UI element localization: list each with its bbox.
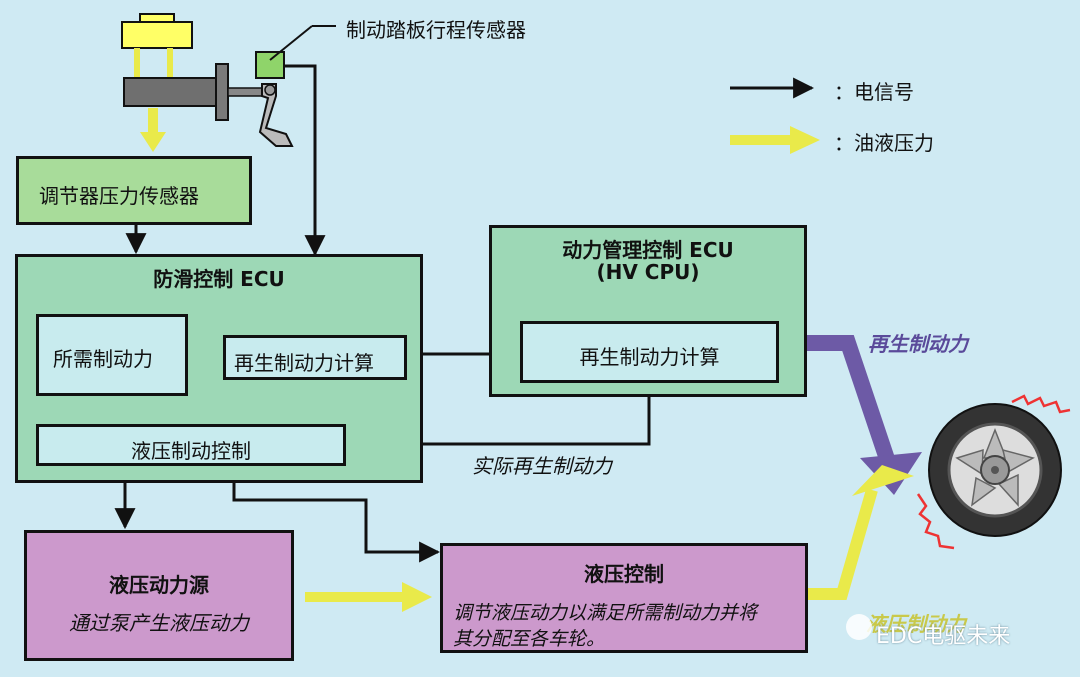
required-braking-force-box: 所需制动力 <box>36 314 188 396</box>
pedal-stroke-sensor-label: 制动踏板行程传感器 <box>346 18 526 42</box>
legend-hydraulic-label: ：油液压力 <box>834 131 934 155</box>
skid-regen-calc-label: 再生制动力计算 <box>234 351 374 375</box>
hydraulic-control-desc-line2: 其分配至各车轮。 <box>453 628 606 650</box>
power-management-ecu-box: 动力管理控制 ECU (HV CPU) 再生制动力计算 <box>489 225 807 397</box>
regen-braking-force-label: 再生制动力 <box>868 332 968 356</box>
required-braking-force-label: 所需制动力 <box>53 347 153 371</box>
brake-pedal-icon <box>255 51 294 147</box>
hydraulic-power-source-box: 液压动力源 通过泵产生液压动力 <box>24 530 294 661</box>
chat-logo-icon <box>846 614 872 640</box>
actual-regen-force-label: 实际再生制动力 <box>472 454 612 478</box>
skid-control-ecu-title: 防滑控制 ECU <box>153 267 285 291</box>
power-ecu-title-line2: (HV CPU) <box>596 260 700 284</box>
hydraulic-power-source-title: 液压动力源 <box>109 573 209 597</box>
hydraulic-control-box: 液压控制 调节液压动力以满足所需制动力并将 其分配至各车轮。 <box>440 543 808 653</box>
master-cylinder-icon <box>121 13 265 121</box>
power-ecu-title-line1: 动力管理控制 ECU <box>562 238 734 262</box>
wheel-motion-marks <box>916 394 1071 550</box>
skid-control-ecu-box: 防滑控制 ECU 所需制动力 再生制动力计算 液压制动控制 <box>15 254 423 483</box>
hv-regen-calc-label: 再生制动力计算 <box>579 345 720 369</box>
legend-electric-label: ：电信号 <box>834 80 914 104</box>
regulator-pressure-sensor-label: 调节器压力传感器 <box>39 184 199 208</box>
hv-regen-calc-box: 再生制动力计算 <box>520 321 779 383</box>
regulator-pressure-sensor-box: 调节器压力传感器 <box>16 156 252 225</box>
wheel-icon <box>928 403 1062 537</box>
skid-regen-calc-box: 再生制动力计算 <box>223 335 407 380</box>
hydraulic-braking-force-label: 液压制动力 <box>866 612 966 636</box>
watermark-text: EDC电驱未来 <box>876 624 1011 649</box>
hydraulic-control-desc-line1: 调节液压动力以满足所需制动力并将 <box>453 602 758 624</box>
hydraulic-brake-control-label: 液压制动控制 <box>131 439 251 463</box>
hydraulic-control-title: 液压控制 <box>584 562 664 586</box>
hydraulic-power-source-desc: 通过泵产生液压动力 <box>69 611 249 635</box>
hydraulic-brake-control-box: 液压制动控制 <box>36 424 346 466</box>
